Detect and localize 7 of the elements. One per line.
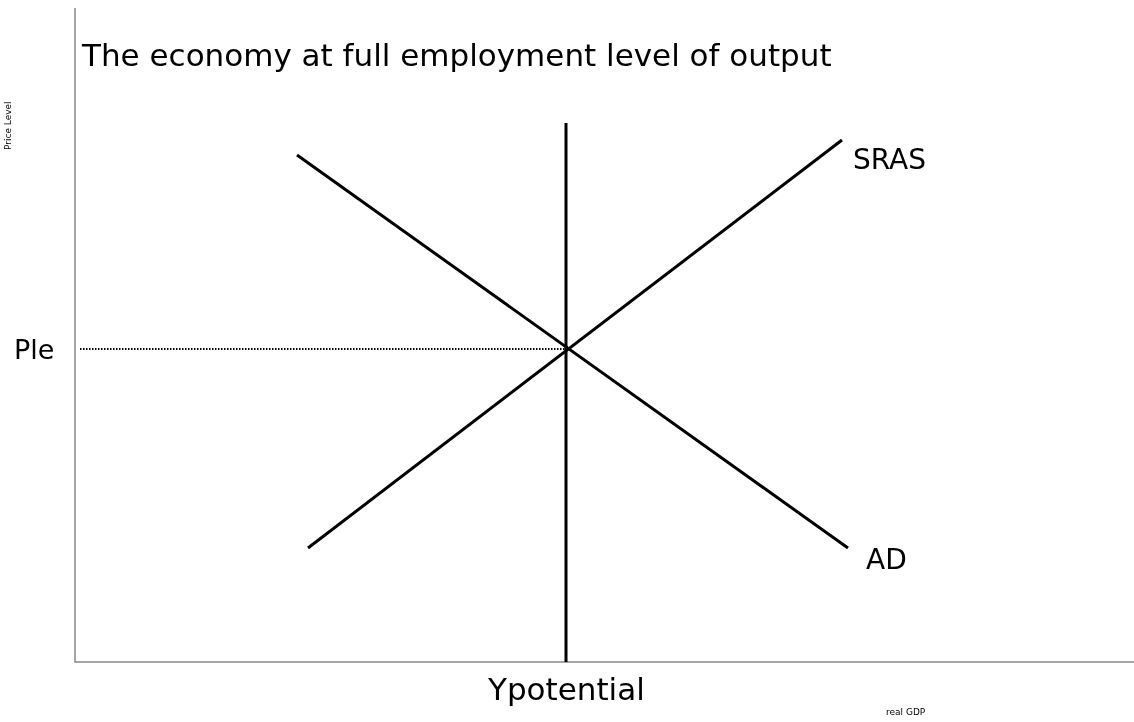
y-axis-title: Price Level bbox=[4, 101, 13, 150]
chart-title: The economy at full employment level of output bbox=[82, 40, 832, 71]
output-label: Ypotential bbox=[488, 674, 645, 705]
x-axis-title: real GDP bbox=[886, 708, 926, 717]
price-level-label: Ple bbox=[14, 336, 55, 363]
curve-label: SRAS bbox=[853, 146, 927, 174]
curve-label: AD bbox=[866, 546, 907, 574]
